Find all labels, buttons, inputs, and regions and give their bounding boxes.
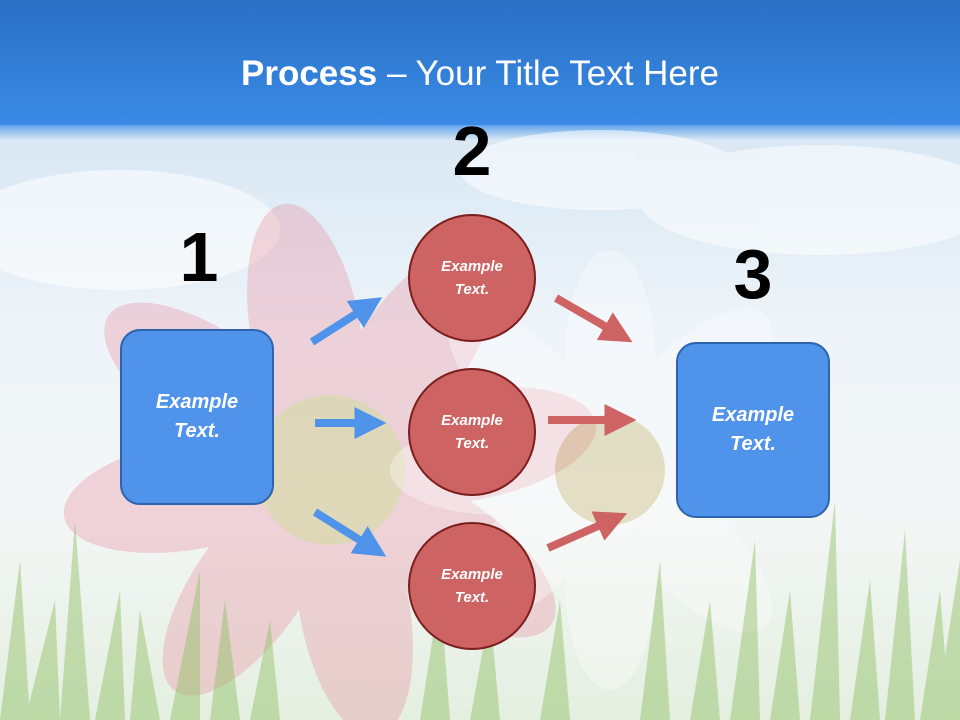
cloud-shapes [0,130,960,290]
step-1-number: 1 [179,218,219,296]
title-bold: Process [241,54,378,93]
step-1-box: Example Text. [120,329,274,505]
step-2-number: 2 [452,112,492,190]
step-3-text: Example Text. [711,404,795,455]
step-2-circle-text: Example Text. [441,566,503,606]
arrow-blue-up [309,297,383,346]
arrow-red-down [553,294,633,343]
step-2-circle-bottom: Example Text. [408,522,536,650]
step-2-circle-text: Example Text. [441,258,503,298]
step-1-text: Example Text. [155,391,239,442]
step-2-circle-text: Example Text. [441,412,503,452]
step-3-box: Example Text. [676,342,830,518]
step-2-circle-middle: Example Text. [408,368,536,496]
title-bar [0,0,960,125]
grass [0,500,960,720]
title-rest: – Your Title Text Here [377,54,719,93]
slide-title: Process – Your Title Text Here [0,52,960,96]
step-2-circle-top: Example Text. [408,214,536,342]
step-3-number: 3 [733,235,773,313]
arrow-blue-down [312,508,387,557]
arrow-red-up [546,511,628,552]
